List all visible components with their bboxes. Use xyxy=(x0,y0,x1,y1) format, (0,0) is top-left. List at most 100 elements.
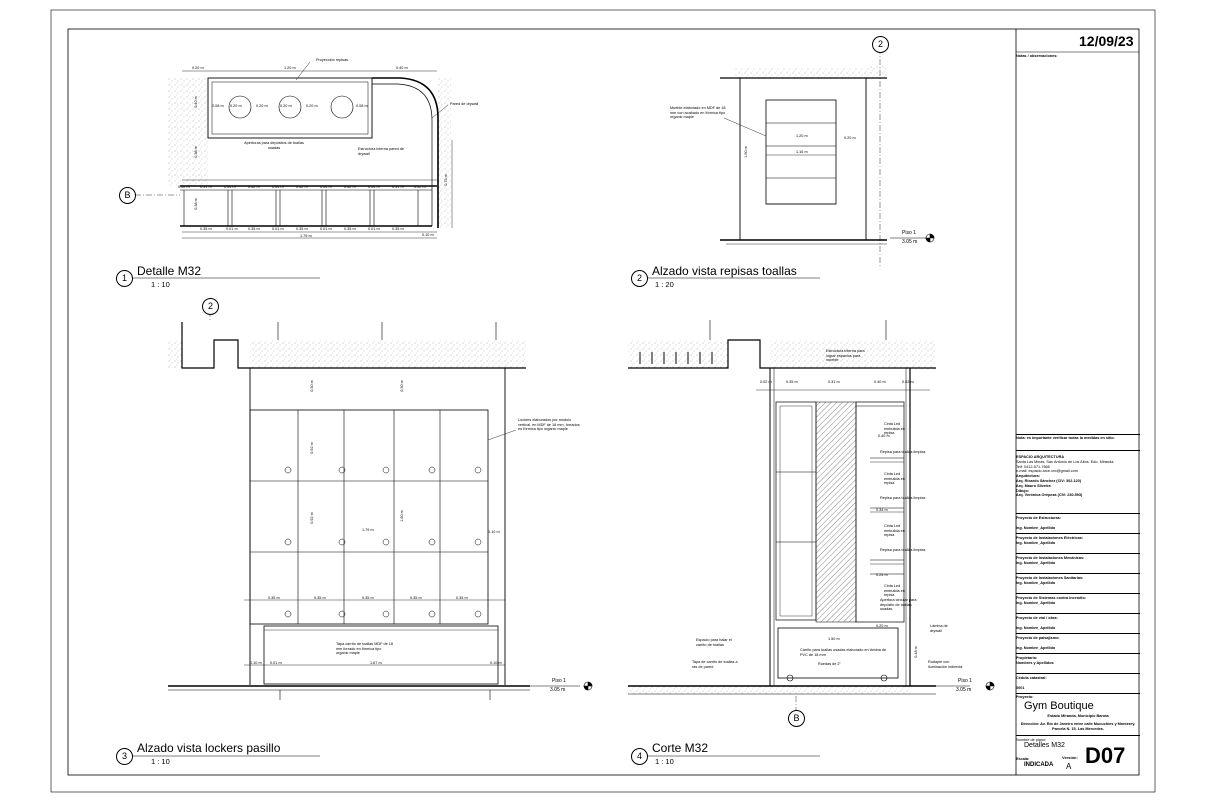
dim-v1-hole-5: 0.08 m xyxy=(356,104,368,108)
dim-v1-hole-1: 0.20 m xyxy=(256,104,268,108)
project-name: Gym Boutique xyxy=(1024,700,1094,712)
dim-v3-mod-3: 0.35 m xyxy=(362,596,374,600)
sanitarias-block: Proyecto de Instalaciones Sanitarias:Ing… xyxy=(1016,576,1084,585)
dim-v3-left2: 0.01 m xyxy=(270,661,282,665)
note-mueble-mdf: Mueble elaborado en MDF de 18 mm con aca… xyxy=(670,106,726,120)
outer-border xyxy=(50,9,1156,793)
dim-v1-total: 1.79 m xyxy=(300,234,312,238)
view2-drawing xyxy=(720,48,928,268)
note-repisa-3: Repisa para toallas limpias xyxy=(880,548,926,552)
plan-name: Detalles M32 xyxy=(1024,742,1065,749)
dim-v3-mod-4: 0.35 m xyxy=(410,596,422,600)
dim-v4-7: 0.24 m xyxy=(876,573,888,577)
dim-v2-3: 0.20 m xyxy=(844,136,856,140)
note-ruedas: Ruedas de 2" xyxy=(818,662,841,666)
dim-v1-side-3: 0.10 m xyxy=(422,233,434,237)
incendio-block: Proyecto de Sistemas contra incendio:Ing… xyxy=(1016,596,1087,605)
dim-v4-9: 1.50 m xyxy=(828,637,840,641)
dim-v3-mod-1: 0.35 m xyxy=(268,596,280,600)
dim-v1-top-1: 0.20 m xyxy=(192,66,204,70)
note-pared-drywall: Pared de drywall xyxy=(450,102,479,106)
view1-drawing xyxy=(135,61,453,239)
dim-v3-width: 1.79 m xyxy=(362,528,374,532)
level-elev-view2: 3.05 m xyxy=(902,239,918,245)
dim-v3-top-1: 0.30 m xyxy=(309,380,314,392)
dim-v4-5: 0.40 m xyxy=(878,434,890,438)
propietario-block: Propietario:Nombres y Apellidos xyxy=(1016,656,1054,665)
office-block: ESPACIO ARQUITECTURA Santa Las Minas, Sa… xyxy=(1016,455,1115,498)
note-tapa-carrito: Tapa carrito de toallas MDF de 18 mm for… xyxy=(336,642,393,656)
dim-v3-height: 1.60 m xyxy=(399,510,404,522)
dim-v4-6: 0.34 m xyxy=(876,508,888,512)
dim-v1-side-4: 0.75 m xyxy=(443,174,448,186)
project-location: Estado Miranda, Municipio Baruta xyxy=(1047,714,1109,718)
view-number-1: 1 xyxy=(116,270,133,287)
grid-bubble-2-view3: 2 xyxy=(202,298,219,315)
note-rodapie: Rodapié con iluminación indirecta xyxy=(928,660,963,669)
dim-v3-side: 0.10 m xyxy=(488,530,500,534)
dim-v1-hole-4: 0.08 m xyxy=(212,104,224,108)
level-name-view2: Piso 1 xyxy=(902,230,916,236)
dim-v4-1: 0.35 m xyxy=(786,380,798,384)
view-scale-3: 1 : 10 xyxy=(151,757,170,766)
notes-label: Notas / observaciones: xyxy=(1016,54,1058,58)
mecanicas-block: Proyecto de Instalaciones Mecánicas:Ing.… xyxy=(1016,556,1085,565)
version-label: Versión: xyxy=(1062,755,1078,760)
note-repisa-1: Repisa para toallas limpias xyxy=(880,450,926,454)
dim-v4-0: 0.02 m xyxy=(760,380,772,384)
note-cinta-led-1: Cinta Led embutida en repisa xyxy=(884,422,905,436)
dim-v3-top-2: 0.30 m xyxy=(399,380,404,392)
project-address: Dirección: Av. Río de Janeiro entre call… xyxy=(1020,722,1136,731)
grid-bubble-2-view2: 2 xyxy=(872,36,889,53)
important-note: Nota: es importante verificar todas la m… xyxy=(1016,436,1115,440)
level-elev-view4: 3.05 m xyxy=(956,687,972,693)
dim-v3-tapa: 1.67 m xyxy=(370,661,382,665)
view-number-4: 4 xyxy=(631,748,648,765)
note-espacio-halar: Espacio para halar el carrito de toallas xyxy=(696,638,732,647)
dim-v4-4: 0.02 m xyxy=(902,380,914,384)
dim-v1-bot-5: 0.01 m xyxy=(320,227,332,231)
dim-v2-2: 1.60 m xyxy=(743,146,748,158)
dim-v2-1: 1.16 m xyxy=(796,150,808,154)
dim-v1-row-0: 0.02 m xyxy=(178,185,190,189)
view-title-4: Corte M32 xyxy=(652,741,709,755)
view-title-2: Alzado vista repisas toallas xyxy=(652,264,797,278)
dim-v4-3: 0.40 m xyxy=(874,380,886,384)
dim-v3-mod-2: 0.35 m xyxy=(314,596,326,600)
dim-v1-row-9: 0.31 m xyxy=(392,185,404,189)
dim-v1-bot-1: 0.01 m xyxy=(226,227,238,231)
dim-v1-top-3: 0.40 m xyxy=(396,66,408,70)
dim-v1-row-3: 0.32 m xyxy=(248,185,260,189)
dim-v1-row-4: 0.04 m xyxy=(272,185,284,189)
dim-v1-bot-2: 0.35 m xyxy=(248,227,260,231)
note-repisa-2: Repisa para toallas limpias xyxy=(880,496,926,500)
note-apertura-circular: Apertura circular para depósito de toall… xyxy=(880,598,917,612)
dim-v3-left: 0.10 m xyxy=(250,661,262,665)
dim-v1-row-7: 0.32 m xyxy=(344,185,356,189)
sheet-number: D07 xyxy=(1085,743,1126,768)
note-cinta-led-2: Cinta Led embutida en repisa xyxy=(884,472,905,486)
electricas-block: Proyecto de Instalaciones Eléctricas:Ing… xyxy=(1016,536,1084,545)
level-markers xyxy=(583,233,995,691)
estructuras-block: Proyecto de Estructuras:Ing. Nombre_Apel… xyxy=(1016,516,1062,530)
dim-v2-0: 1.20 m xyxy=(796,134,808,138)
dim-v1-hole-0: 0.20 m xyxy=(230,104,242,108)
note-tapa-ras: Tapa de carrito de toallas a ras de pare… xyxy=(692,660,738,669)
view-title-lines xyxy=(131,277,820,757)
note-lockers: Lockers elaborados por módulo vertical, … xyxy=(518,418,580,432)
view-number-3: 3 xyxy=(116,748,133,765)
dim-v1-side-2: 0.38 m xyxy=(193,198,198,210)
dim-v1-row-6: 0.04 m xyxy=(320,185,332,189)
dim-v1-hole-2: 0.20 m xyxy=(280,104,292,108)
dim-v1-top-2: 1.20 m xyxy=(284,66,296,70)
note-cinta-led-4: Cinta Led embutida en repisa xyxy=(884,584,905,598)
vial-block: Proyecto de vial / obra:Ing. Nombre_Apel… xyxy=(1016,616,1058,630)
level-elev-view3: 3.05 m xyxy=(550,687,566,693)
dim-v1-bot-6: 0.35 m xyxy=(344,227,356,231)
note-proyeccion-repisas: Proyección repisas xyxy=(316,58,349,62)
catastral-block: Cédula catastral:0001 xyxy=(1016,676,1047,690)
dim-v3-mod-5: 0.35 m xyxy=(456,596,468,600)
note-estructura-mueble: Estructura interna para lograr espacios … xyxy=(826,349,865,363)
